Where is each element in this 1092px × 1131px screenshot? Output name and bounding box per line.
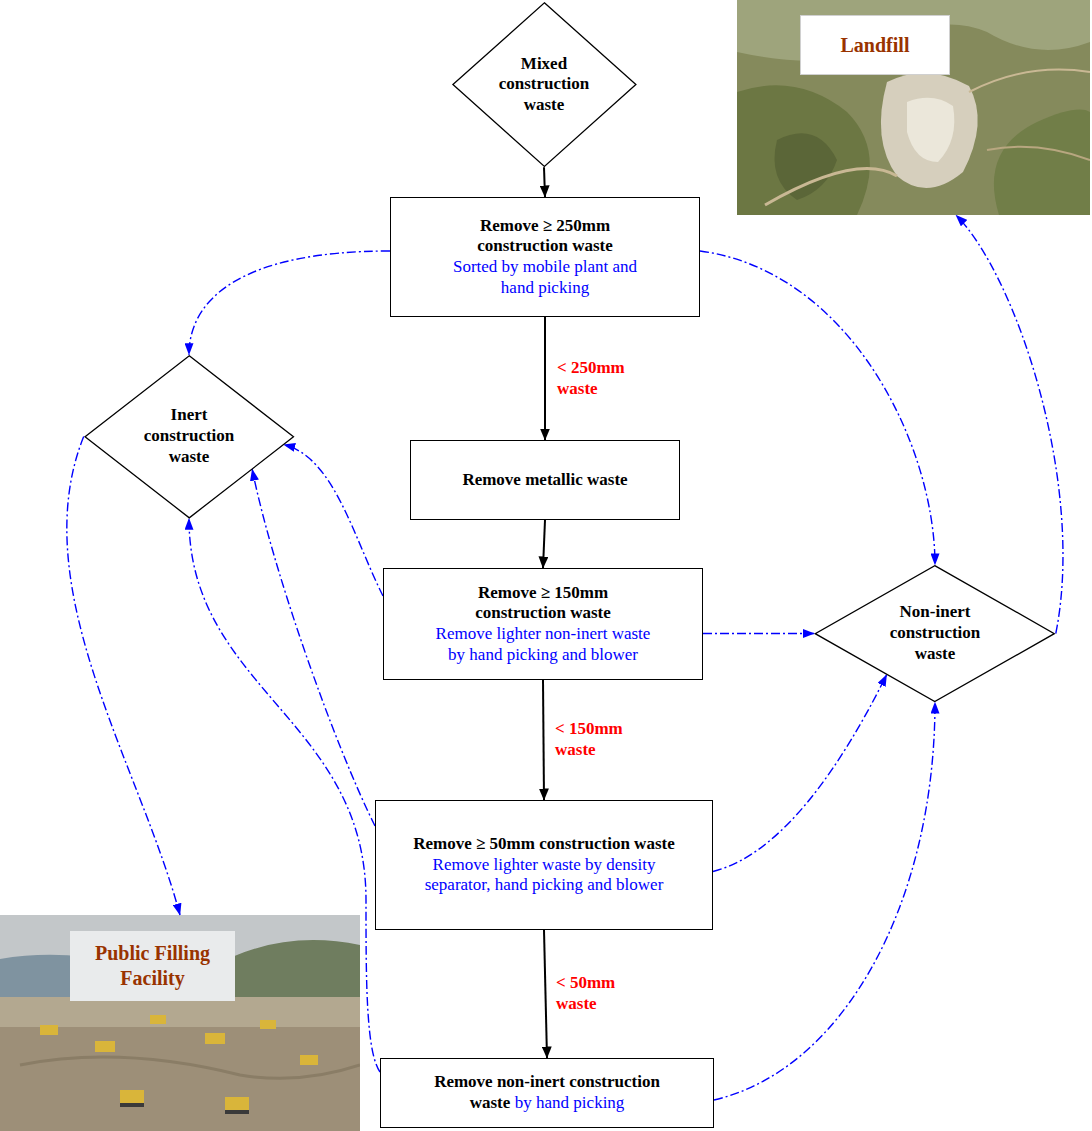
flow-arrow bbox=[544, 167, 545, 197]
decision-text: Non-inert construction waste bbox=[875, 602, 995, 664]
step-title: Remove ≥ 50mm construction waste bbox=[413, 834, 674, 855]
label-stack: Landfill bbox=[841, 33, 910, 58]
dashed-connector bbox=[713, 675, 887, 872]
landfill-node: Landfill bbox=[737, 0, 1090, 215]
step-detail: Sorted by mobile plant and hand picking bbox=[436, 257, 654, 298]
decision-diamond: Non-inert construction waste bbox=[814, 565, 1056, 702]
dashed-connector bbox=[700, 251, 935, 565]
diamond-label: Inert construction waste bbox=[129, 405, 249, 467]
flow-arrow bbox=[544, 317, 546, 440]
decision-text: Mixed construction waste bbox=[491, 54, 597, 116]
dashed-connector bbox=[67, 437, 180, 916]
dashed-connector bbox=[252, 469, 375, 826]
text-line: Remove non-inert construction wasteby ha… bbox=[413, 1072, 681, 1113]
process-box: Remove non-inert construction wasteby ha… bbox=[380, 1058, 714, 1128]
dashed-connector bbox=[284, 445, 383, 596]
decision-text: Inert construction waste bbox=[129, 405, 249, 467]
photo-label: Landfill bbox=[800, 15, 950, 75]
diamond-label: Non-inert construction waste bbox=[875, 602, 995, 664]
flow-label: < 150mm waste bbox=[555, 719, 641, 760]
public-filling-node: Public Filling Facility bbox=[0, 915, 360, 1131]
flow-arrow bbox=[543, 520, 545, 568]
process-box: Remove metallic waste bbox=[410, 440, 680, 520]
dashed-connector bbox=[703, 633, 814, 634]
process-box: Remove ≥ 50mm construction wasteRemove l… bbox=[375, 800, 713, 930]
step-detail: Remove lighter non-inert waste by hand p… bbox=[434, 624, 652, 665]
dashed-connector bbox=[956, 215, 1063, 634]
step-detail: by hand picking bbox=[515, 1093, 625, 1114]
start-diamond: Mixed construction waste bbox=[452, 2, 637, 167]
process-box: Remove ≥ 150mm construction wasteRemove … bbox=[383, 568, 703, 680]
step-title: Remove metallic waste bbox=[462, 470, 627, 491]
dashed-connector bbox=[714, 702, 935, 1100]
facility-name: Landfill bbox=[841, 33, 910, 58]
process-box: Remove ≥ 250mm construction wasteSorted … bbox=[390, 197, 700, 317]
flow-arrow bbox=[543, 680, 544, 800]
flow-label: < 250mm waste bbox=[557, 358, 643, 399]
diamond-label: Mixed construction waste bbox=[491, 54, 597, 116]
dashed-connector bbox=[189, 251, 390, 355]
flow-label: < 50mm waste bbox=[556, 973, 642, 1014]
photo-label: Public Filling Facility bbox=[70, 931, 235, 1001]
step-title: Remove ≥ 250mm construction waste bbox=[436, 216, 654, 257]
step-detail: Remove lighter waste by density separato… bbox=[424, 855, 664, 896]
label-stack: Public Filling Facility bbox=[78, 941, 227, 991]
decision-diamond: Inert construction waste bbox=[84, 355, 295, 519]
step-title: Remove ≥ 150mm construction waste bbox=[434, 583, 652, 624]
flow-arrow bbox=[544, 930, 547, 1058]
facility-name: Public Filling Facility bbox=[78, 941, 227, 991]
